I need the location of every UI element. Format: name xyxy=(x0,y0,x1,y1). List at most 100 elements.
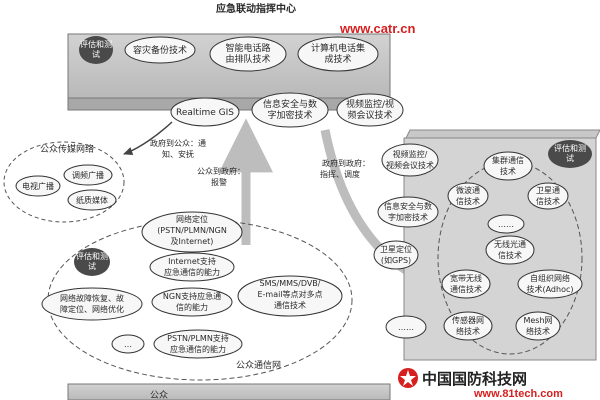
cluster-optical: 无线光通 信技术 xyxy=(485,235,535,265)
right-gps-line2: (如GPS) xyxy=(381,255,411,265)
comm-network-positioning-line1: 网络定位 xyxy=(176,214,208,224)
public-media-label: 公众传媒网络 xyxy=(40,143,94,155)
media-fm-label: 调频广播 xyxy=(72,170,104,180)
comm-internet-support-line2: 应急通信的能力 xyxy=(164,267,220,277)
right-ellipsis: …… xyxy=(385,315,427,339)
cluster-satellite-line2: 信技术 xyxy=(536,196,560,206)
arrow-gov-to-public xyxy=(123,121,173,155)
label-gov-to-gov-line2: 指挥、调度 xyxy=(320,169,360,179)
comm-fault-recovery-line1: 网络故障恢复、故 xyxy=(60,293,124,303)
node-cti-line1: 计算机电话集 xyxy=(311,42,365,54)
comm-pstn-support: PSTN/PLMN支持 应急通信的能力 xyxy=(153,329,243,359)
comm-pstn-support-line1: PSTN/PLMN支持 xyxy=(167,333,229,343)
cluster-mesh: Mesh网 络技术 xyxy=(515,311,561,341)
label-gov-to-public-line2: 知、安抚 xyxy=(162,149,194,159)
node-realtime-gis-label: Realtime GIS xyxy=(176,108,234,118)
cluster-ellipsis: …… xyxy=(487,214,525,234)
label-public-to-gov-line2: 报警 xyxy=(211,177,227,187)
right-eval-badge: 评估和测 试 xyxy=(548,140,592,168)
cluster-optical-line1: 无线光通 xyxy=(494,239,526,249)
right-panel-top-face xyxy=(405,129,600,139)
comm-internet-support-line1: Internet支持 xyxy=(168,256,216,266)
cluster-microwave-line1: 微波通 xyxy=(456,185,480,195)
right-video-conf: 视频监控/ 视频会议技术 xyxy=(381,143,439,177)
wireless-cluster-group xyxy=(437,161,583,355)
right-eval-line1: 评估和测 xyxy=(554,143,586,153)
cluster-satellite-line1: 卫星通 xyxy=(536,185,560,195)
public-panel xyxy=(67,383,391,400)
node-video-conf-top: 视频监控/视 频会议技术 xyxy=(336,93,404,127)
cluster-trunking-line2: 技术 xyxy=(500,166,516,176)
top-eval-badge: 评估和测 试 xyxy=(79,36,113,64)
comm-fault-recovery: 网络故障恢复、故 障定位、网络优化 xyxy=(41,287,143,321)
right-gps-line1: 卫星定位 xyxy=(380,244,412,254)
cluster-sensor-line1: 传感器网 xyxy=(452,315,484,325)
node-realtime-gis: Realtime GIS xyxy=(170,97,240,127)
comm-net-group xyxy=(47,219,353,381)
cluster-trunking-line1: 集群通信 xyxy=(492,155,524,165)
right-eval-line2: 试 xyxy=(566,153,574,163)
public-media-group xyxy=(3,141,125,223)
media-print: 纸质媒体 xyxy=(67,189,117,211)
cluster-microwave-line2: 信技术 xyxy=(456,196,480,206)
node-cti: 计算机电话集 成技术 xyxy=(297,36,379,72)
node-video-conf-top-line1: 视频监控/视 xyxy=(346,98,394,110)
watermark-logo xyxy=(398,368,418,388)
node-video-conf-top-line2: 频会议技术 xyxy=(347,109,392,121)
right-video-conf-line2: 视频会议技术 xyxy=(386,160,434,170)
node-info-security-top-line1: 信息安全与数 xyxy=(263,98,317,110)
comm-network-positioning: 网络定位 (PSTN/PLMN/NGN 及Internet) xyxy=(141,211,243,253)
comm-ellipsis-label: … xyxy=(124,340,132,349)
comm-sms-mms-line1: SMS/MMS/DVB/ xyxy=(259,279,320,288)
media-tv-label: 电视广播 xyxy=(22,181,54,191)
comm-ngn-support-line2: 信的能力 xyxy=(176,302,208,312)
node-cti-line2: 成技术 xyxy=(324,53,351,65)
comm-sms-mms-line3: 通信技术 xyxy=(274,300,306,310)
cluster-broadband: 宽带无线 通信技术 xyxy=(441,269,491,299)
node-call-routing-line2: 由排队技术 xyxy=(225,53,270,65)
right-video-conf-line1: 视频监控/ xyxy=(393,149,428,159)
media-fm: 调频广播 xyxy=(63,164,113,186)
right-ellipsis-label: …… xyxy=(398,323,414,332)
cluster-broadband-line2: 通信技术 xyxy=(450,284,482,294)
public-panel-label: 公众 xyxy=(150,390,168,400)
cluster-sensor-line2: 络技术 xyxy=(456,326,480,336)
comm-eval-line2: 试 xyxy=(88,261,96,271)
cluster-satellite: 卫星通 信技术 xyxy=(527,182,569,210)
cluster-adhoc-line1: 自组织网络 xyxy=(530,273,570,283)
node-info-security-top: 信息安全与数 字加密技术 xyxy=(251,92,329,128)
cluster-adhoc: 自组织网络 技术(Adhoc) xyxy=(517,269,583,299)
comm-net-label: 公众通信网 xyxy=(236,359,281,371)
label-public-to-gov-line1: 公众到政府： xyxy=(197,166,245,176)
node-disaster-backup: 容灾备份技术 xyxy=(124,36,196,64)
comm-network-positioning-line2: (PSTN/PLMN/NGN xyxy=(157,226,227,235)
watermark-top: www.catr.cn xyxy=(339,21,415,36)
comm-sms-mms-line2: E-mail等点对多点 xyxy=(257,289,322,299)
cluster-adhoc-line2: 技术(Adhoc) xyxy=(526,284,573,294)
comm-eval-line1: 评估和测 xyxy=(76,251,108,261)
node-call-routing: 智能电话路 由排队技术 xyxy=(209,36,287,72)
cluster-broadband-line1: 宽带无线 xyxy=(450,273,482,283)
page-title: 应急联动指挥中心 xyxy=(216,2,296,15)
label-gov-to-public-line1: 政府到公众：通 xyxy=(150,138,206,148)
cluster-mesh-line2: 络技术 xyxy=(526,326,550,336)
right-gps: 卫星定位 (如GPS) xyxy=(373,240,419,270)
node-info-security-top-line2: 字加密技术 xyxy=(267,109,312,121)
top-eval-line1: 评估和测 xyxy=(80,39,112,49)
label-gov-to-gov-line1: 政府到政府： xyxy=(322,158,370,168)
comm-ellipsis: … xyxy=(111,334,145,354)
comm-network-positioning-line3: 及Internet) xyxy=(171,237,214,246)
cluster-sensor: 传感器网 络技术 xyxy=(443,311,493,341)
media-tv: 电视广播 xyxy=(15,175,61,197)
cluster-microwave: 微波通 信技术 xyxy=(447,182,489,210)
watermark-bottom-name: 中国国防科技网 xyxy=(422,370,527,388)
comm-fault-recovery-line2: 障定位、网络优化 xyxy=(60,304,124,314)
watermark-bottom-url: www.81tech.com xyxy=(473,388,563,400)
cluster-mesh-line1: Mesh网 xyxy=(523,316,552,325)
node-call-routing-line1: 智能电话路 xyxy=(225,42,270,54)
comm-pstn-support-line2: 应急通信的能力 xyxy=(170,344,226,354)
comm-ngn-support: NGN支持应急通 信的能力 xyxy=(151,287,233,317)
right-info-security-line1: 信息安全与数 xyxy=(384,201,432,211)
